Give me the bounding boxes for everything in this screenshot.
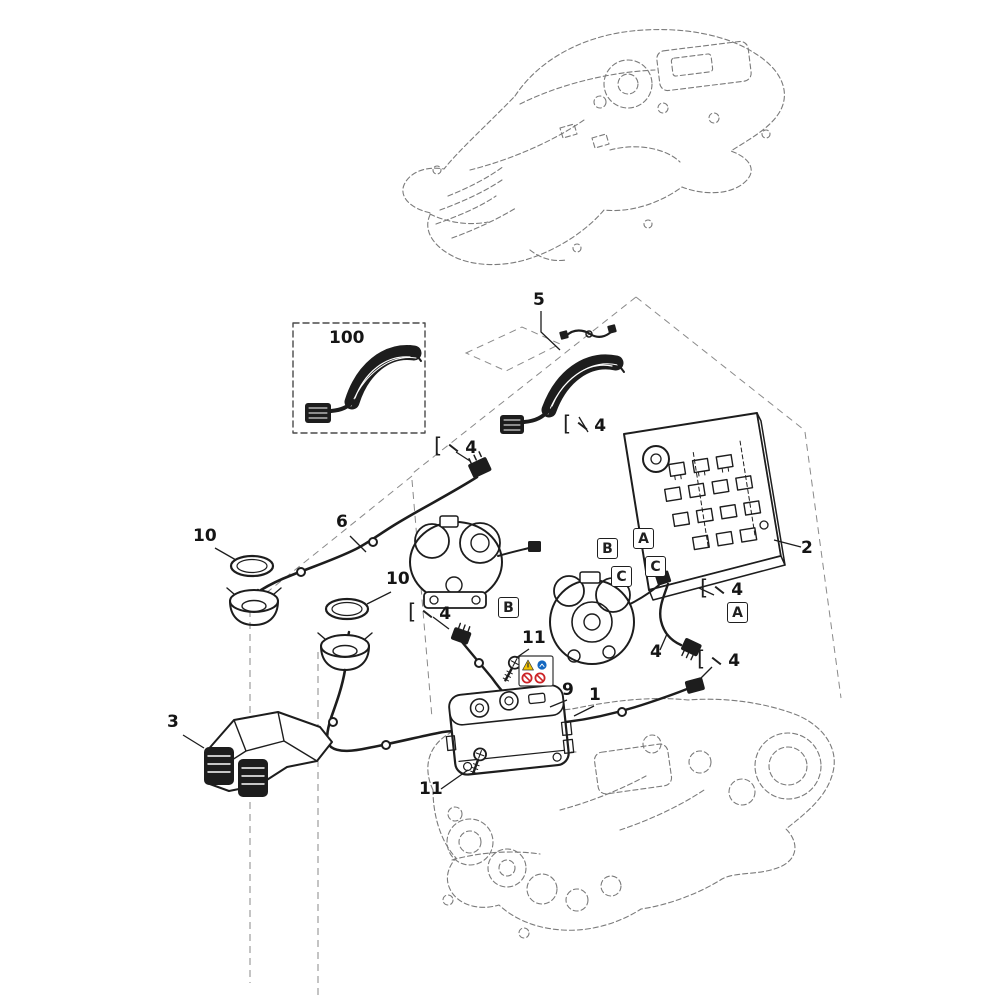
clip-bracket-icon: [ <box>434 433 443 458</box>
leader-tick-icon <box>714 585 725 595</box>
callout-10-mid[interactable]: 10 <box>386 569 410 589</box>
safety-label <box>518 655 554 687</box>
callout-3[interactable]: 3 <box>167 712 179 732</box>
top-housing-ghost <box>402 29 785 266</box>
leader-lines <box>182 311 802 790</box>
leader-tick-icon <box>448 443 459 453</box>
detail-ref-C-1[interactable]: C <box>611 566 632 587</box>
callout-5[interactable]: 5 <box>533 290 545 310</box>
clip-bracket-icon: [ <box>700 575 709 600</box>
part-1-control-box[interactable] <box>442 684 575 777</box>
clip-callout-4-b[interactable]: [ 4 <box>563 411 607 436</box>
part-2-electronics-panel[interactable] <box>623 412 786 601</box>
part-5-cable-and-strap[interactable] <box>500 324 625 434</box>
screw-bottom[interactable] <box>468 747 488 776</box>
callout-11-bottom[interactable]: 11 <box>419 779 443 799</box>
leader-tick-icon <box>711 656 722 666</box>
part-100-frame <box>292 322 426 434</box>
callout-6[interactable]: 6 <box>336 512 348 532</box>
screw-top[interactable] <box>500 655 523 684</box>
clip-callout-4-d[interactable]: [ 4 <box>408 599 452 624</box>
clip-bracket-icon: [ <box>563 411 572 436</box>
detail-ref-A-2[interactable]: A <box>727 602 748 623</box>
cable-mid-connector[interactable] <box>450 622 507 696</box>
rubber-buffer <box>204 747 234 785</box>
grommet-left[interactable] <box>226 587 282 626</box>
mandatory-blue-icon <box>537 660 547 670</box>
detail-ref-C-2[interactable]: C <box>645 556 666 577</box>
clip-callout-4-a[interactable]: [ 4 <box>434 433 478 458</box>
callout-4-plain[interactable]: 4 <box>650 642 662 662</box>
callout-1[interactable]: 1 <box>589 685 601 705</box>
callout-100[interactable]: 100 <box>329 328 365 348</box>
callout-11-top[interactable]: 11 <box>522 628 546 648</box>
clip-callout-4-e[interactable]: [ 4 <box>697 646 741 671</box>
rubber-buffer <box>238 759 268 797</box>
parts-layer <box>204 322 786 797</box>
harness-lower-left[interactable] <box>325 668 460 753</box>
part-6-wiring-harness[interactable] <box>259 450 492 592</box>
bottom-chassis-ghost <box>427 698 835 939</box>
gear-unit-left[interactable] <box>409 515 541 609</box>
part-10-ring-left[interactable] <box>229 554 275 578</box>
leader-tick-icon <box>422 609 433 619</box>
detail-ref-B-1[interactable]: B <box>597 538 618 559</box>
gear-unit-right[interactable] <box>549 571 660 665</box>
part-10-ring-mid[interactable] <box>324 597 370 621</box>
part-100-harness-strap[interactable] <box>292 322 426 434</box>
detail-ref-A-1[interactable]: A <box>633 528 654 549</box>
part-3-bracket[interactable] <box>204 711 333 797</box>
grommet-mid[interactable] <box>317 630 373 671</box>
clip-callout-4-c[interactable]: [ 4 <box>700 575 744 600</box>
callout-2[interactable]: 2 <box>801 538 813 558</box>
callout-10-left[interactable]: 10 <box>193 526 217 546</box>
leader-tick-icon <box>577 421 588 431</box>
callout-9[interactable]: 9 <box>562 680 574 700</box>
clip-bracket-icon: [ <box>697 646 706 671</box>
detail-ref-B-2[interactable]: B <box>498 597 519 618</box>
clip-bracket-icon: [ <box>408 599 417 624</box>
harness-box-to-right[interactable] <box>564 677 705 724</box>
